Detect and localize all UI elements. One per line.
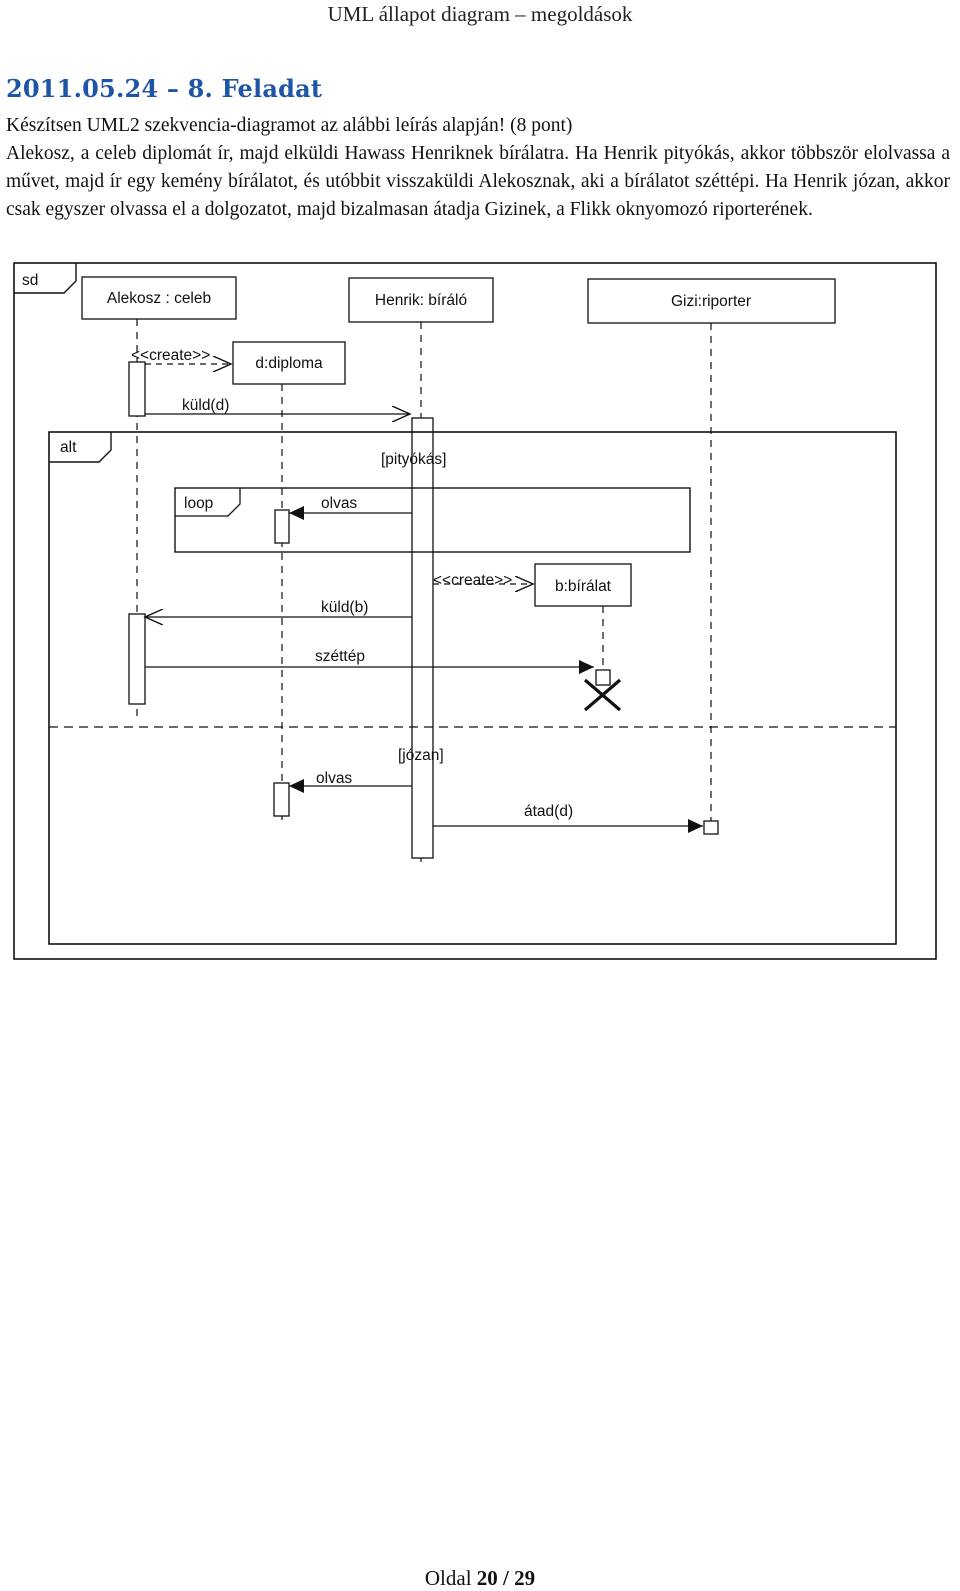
activation-diploma-1 [274, 509, 290, 544]
destroy-marker [583, 678, 622, 712]
message-label-atad-d: átad(d) [524, 803, 573, 820]
message-label-olvas-2: olvas [316, 770, 352, 787]
activation-gizi [703, 820, 719, 835]
footer-prefix: Oldal [424, 1566, 477, 1590]
message-label-create-1: <<create>> [131, 347, 210, 364]
section-heading: 2011.05.24 – 8. Feladat [6, 74, 323, 103]
guard-pityokas: [pityókás] [381, 451, 446, 468]
sd-frame-tab [14, 263, 77, 294]
lifeline-label-alekosz: Alekosz : celeb [107, 290, 211, 307]
footer-current-page: 20 [476, 1566, 498, 1590]
lifeline-head-diploma [232, 341, 346, 385]
activation-biralat [595, 669, 611, 686]
task-line: Készítsen UML2 szekvencia-diagramot az a… [6, 115, 573, 136]
page-header-title: UML állapot diagram – megoldások [327, 2, 633, 26]
alt-fragment-tab [49, 432, 112, 463]
lifeline-label-diploma: d:diploma [255, 355, 323, 372]
message-label-create-2: <<create>> [433, 572, 512, 589]
lifeline-head-biralat [534, 563, 632, 607]
lifeline-label-gizi: Gizi:riporter [671, 293, 751, 310]
lifeline-head-alekosz [81, 276, 237, 320]
guard-jozan: [józan] [398, 747, 444, 764]
loop-fragment-label: loop [184, 495, 213, 512]
alt-fragment-label: alt [60, 439, 77, 456]
sd-frame-label: sd [22, 272, 38, 289]
page-footer: Oldal 20 / 29 [0, 1566, 960, 1591]
task-text: Készítsen UML2 szekvencia-diagramot az a… [6, 112, 950, 224]
activation-alekosz-2 [128, 613, 146, 705]
activation-henrik [411, 417, 434, 859]
lifeline-label-biralat: b:bírálat [555, 578, 612, 595]
footer-total-pages: 29 [514, 1566, 536, 1590]
loop-fragment [174, 487, 691, 553]
message-label-kuld-b: küld(b) [321, 599, 368, 616]
sequence-diagram: sd Alekosz : celeb Henrik: bíráló Gizi:r… [13, 262, 937, 960]
lifeline-head-henrik [348, 277, 494, 323]
loop-fragment-tab [175, 488, 241, 517]
message-label-kuld-d: küld(d) [182, 397, 229, 414]
sd-frame [13, 262, 937, 960]
footer-separator: / [497, 1566, 515, 1590]
alt-fragment [48, 431, 897, 945]
activation-diploma-2 [273, 782, 290, 817]
activation-alekosz-1 [128, 361, 146, 417]
lifeline-label-henrik: Henrik: bíráló [375, 292, 467, 309]
message-label-szettep: széttép [315, 648, 365, 665]
message-label-olvas-1: olvas [321, 495, 357, 512]
task-description: Alekosz, a celeb diplomát ír, majd elkül… [6, 143, 950, 220]
